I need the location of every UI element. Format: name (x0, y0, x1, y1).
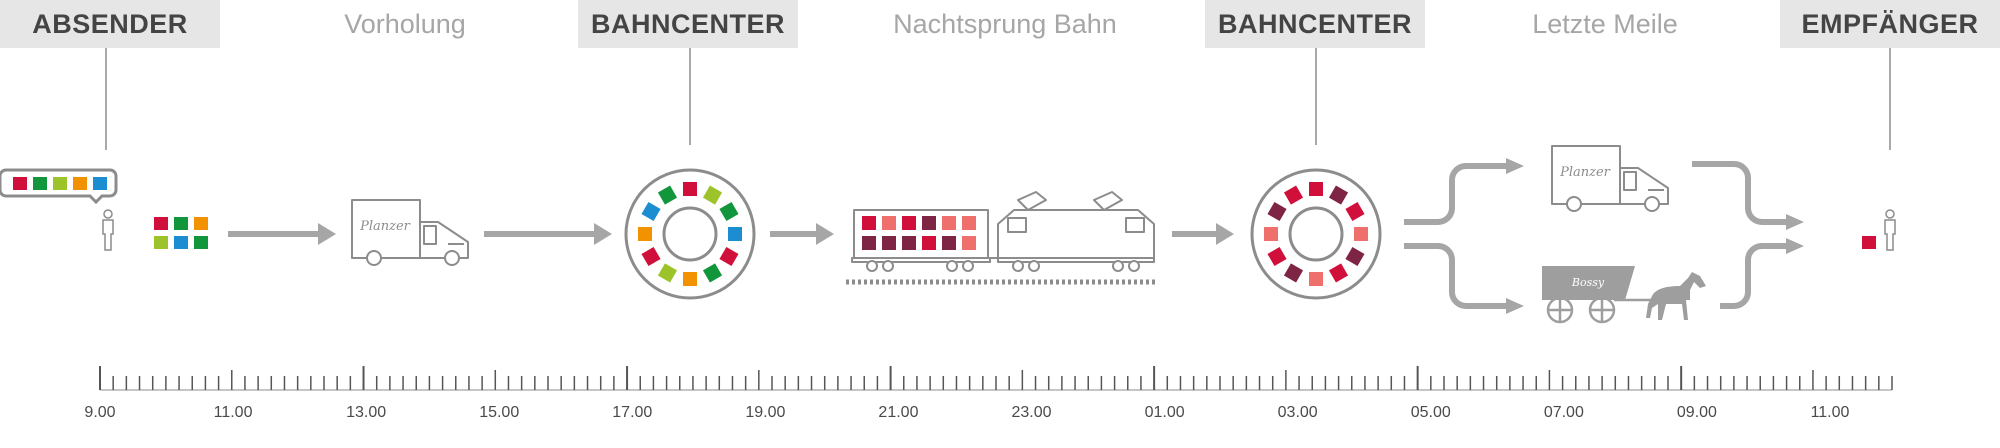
timeline-label: 07.00 (1543, 404, 1584, 421)
fork-arrow-upper-head (1506, 158, 1524, 174)
horse-icon (1646, 272, 1706, 320)
arrow-sender-to-truck (228, 223, 336, 245)
wagon-parcel (942, 236, 956, 250)
hub-parcel (702, 185, 723, 205)
stage-header-empfaenger: EMPFÄNGER (1780, 0, 2000, 48)
wagon-parcel (962, 236, 976, 250)
truck-vorholung-icon: Planzer (351, 199, 469, 266)
timeline-label: 15.00 (479, 404, 520, 421)
fork-arrow-lower-head (1506, 298, 1524, 314)
receiver-parcel (1862, 236, 1876, 249)
stage-header-letzte-meile: Letzte Meile (1532, 8, 1678, 39)
hub-parcel (1328, 263, 1349, 283)
hub-parcel (1283, 185, 1304, 205)
hub-parcel (702, 263, 723, 283)
horse-carriage-icon: Bossy (1542, 265, 1706, 324)
wagon-parcel (882, 216, 896, 230)
carriage-brand: Bossy (1571, 276, 1605, 289)
hub-parcel (1345, 246, 1365, 267)
stage-header-absender: ABSENDER (0, 0, 220, 48)
hub-parcel (728, 227, 742, 241)
hub-parcel (1345, 201, 1365, 222)
arrow-train-to-hub (1172, 223, 1234, 245)
timeline-label: 05.00 (1410, 404, 1451, 421)
timeline-label: 11.00 (1810, 404, 1850, 421)
hub-parcel (719, 246, 739, 267)
bahncenter-2-hub-icon (1250, 168, 1382, 300)
arrow-hub-to-train (770, 223, 834, 245)
wagon-parcel (962, 216, 976, 230)
stage-header-nachtsprung-bahn: Nachtsprung Bahn (893, 8, 1117, 39)
timeline-label: 19.00 (745, 404, 786, 421)
timeline-label: 9.00 (84, 404, 116, 421)
wagon-parcel (902, 236, 916, 250)
hub-parcel (1309, 272, 1323, 286)
timeline-label: 11.00 (213, 404, 253, 421)
timeline-label: 01.00 (1144, 404, 1185, 421)
person-sender-icon (102, 209, 114, 251)
truck-vorholung-brand: Planzer (359, 219, 411, 234)
hub-parcel (641, 246, 661, 267)
person-receiver-icon (1884, 209, 1896, 251)
truck-letzte-meile-icon: Planzer (1551, 145, 1669, 212)
timeline-label: 03.00 (1277, 404, 1318, 421)
truck-letzte-meile-brand: Planzer (1559, 165, 1611, 180)
hub-parcel (719, 201, 739, 222)
stage-header-bahncenter-1: BAHNCENTER (578, 0, 798, 48)
wagon-parcel (882, 236, 896, 250)
stage-header-bahncenter-2: BAHNCENTER (1205, 0, 1425, 48)
arrow-truck-to-hub (484, 223, 612, 245)
hub-parcel (1267, 201, 1287, 222)
hub-parcel (683, 272, 697, 286)
merge-arrow-upper-head (1786, 214, 1804, 230)
bahncenter-1-hub-icon (624, 168, 756, 300)
train-icon (851, 191, 1155, 272)
wagon-parcel (862, 236, 876, 250)
timeline-label: 17.00 (612, 404, 653, 421)
hub-parcel (1328, 185, 1349, 205)
wagon-parcel (922, 236, 936, 250)
sender-order-bubble (0, 168, 118, 205)
hub-parcel (638, 227, 652, 241)
timeline-label: 23.00 (1011, 404, 1052, 421)
wagon-parcel (902, 216, 916, 230)
timeline-label: 21.00 (878, 404, 919, 421)
hub-parcel (1264, 227, 1278, 241)
hub-parcel (1309, 182, 1323, 196)
timeline-axis (99, 366, 1893, 391)
hub-parcel (657, 185, 678, 205)
merge-arrow-lower-head (1786, 238, 1804, 254)
wagon-parcel (862, 216, 876, 230)
merge-arrow-lower (1720, 243, 1788, 309)
stage-header-vorholung: Vorholung (344, 8, 466, 39)
sender-parcels (154, 217, 208, 249)
hub-parcel (683, 182, 697, 196)
train-wagon-parcels (862, 216, 976, 250)
merge-arrow-upper (1692, 161, 1788, 225)
hub-parcel (641, 201, 661, 222)
fork-arrow-upper (1404, 163, 1508, 225)
wagon-parcel (942, 216, 956, 230)
hub-parcel (1354, 227, 1368, 241)
hub-parcel (1267, 246, 1287, 267)
fork-arrow-lower (1404, 243, 1508, 309)
timeline-label: 09.00 (1676, 404, 1717, 421)
timeline-label: 13.00 (346, 404, 387, 421)
wagon-parcel (922, 216, 936, 230)
hub-parcel (657, 263, 678, 283)
hub-parcel (1283, 263, 1304, 283)
